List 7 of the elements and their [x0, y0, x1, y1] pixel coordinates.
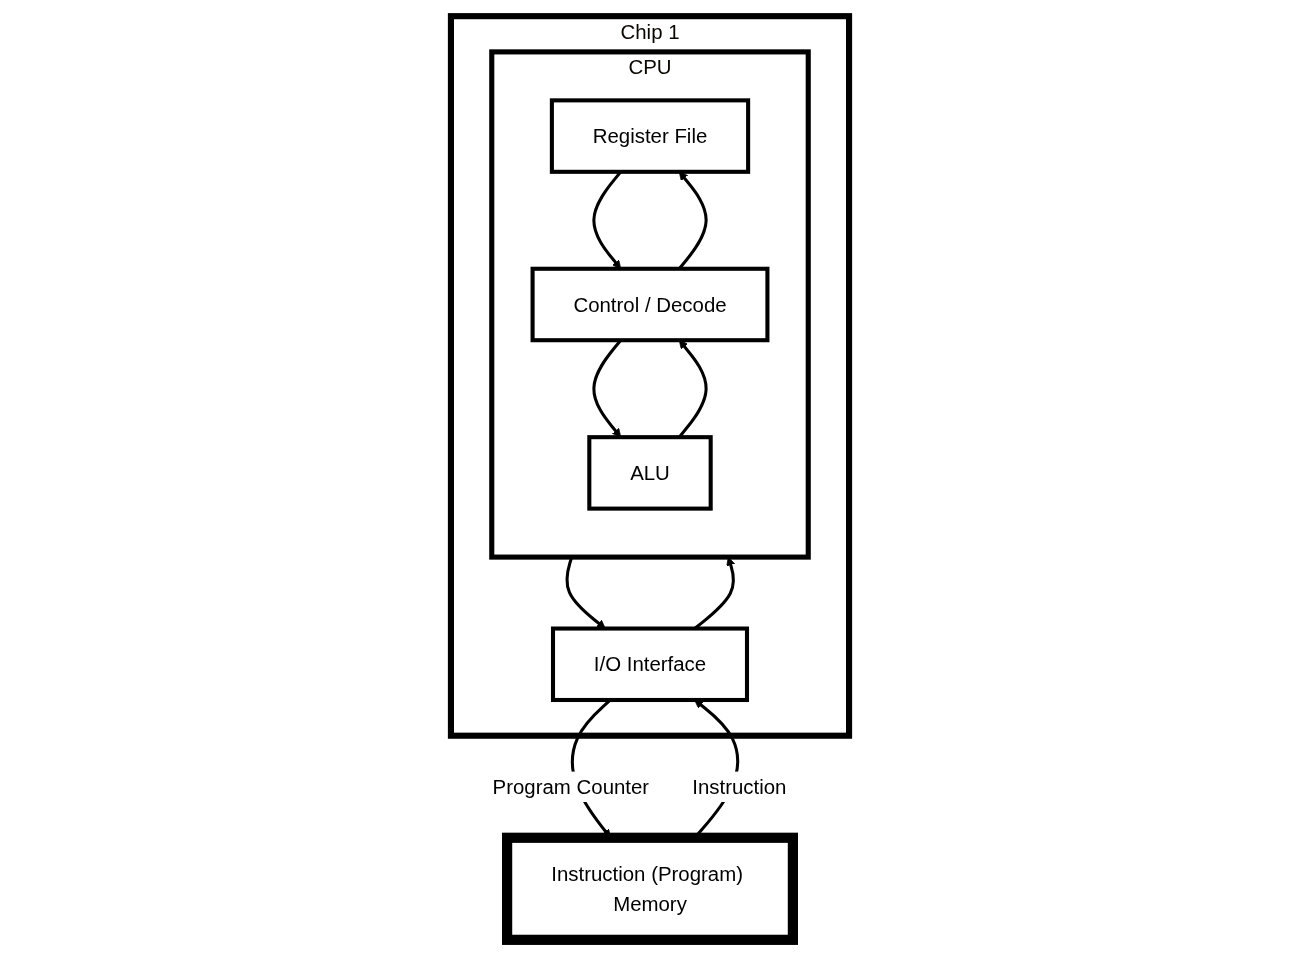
- node-box: I/O Interface: [550, 626, 749, 702]
- edge-label: Program Counter: [492, 775, 649, 798]
- node-box: Control / Decode: [530, 266, 769, 342]
- edge-label: Instruction: [691, 775, 786, 798]
- node-box: Register File: [549, 97, 750, 174]
- node-box: ALU: [586, 434, 713, 511]
- node-box: Instruction (Program) Memory: [501, 832, 798, 945]
